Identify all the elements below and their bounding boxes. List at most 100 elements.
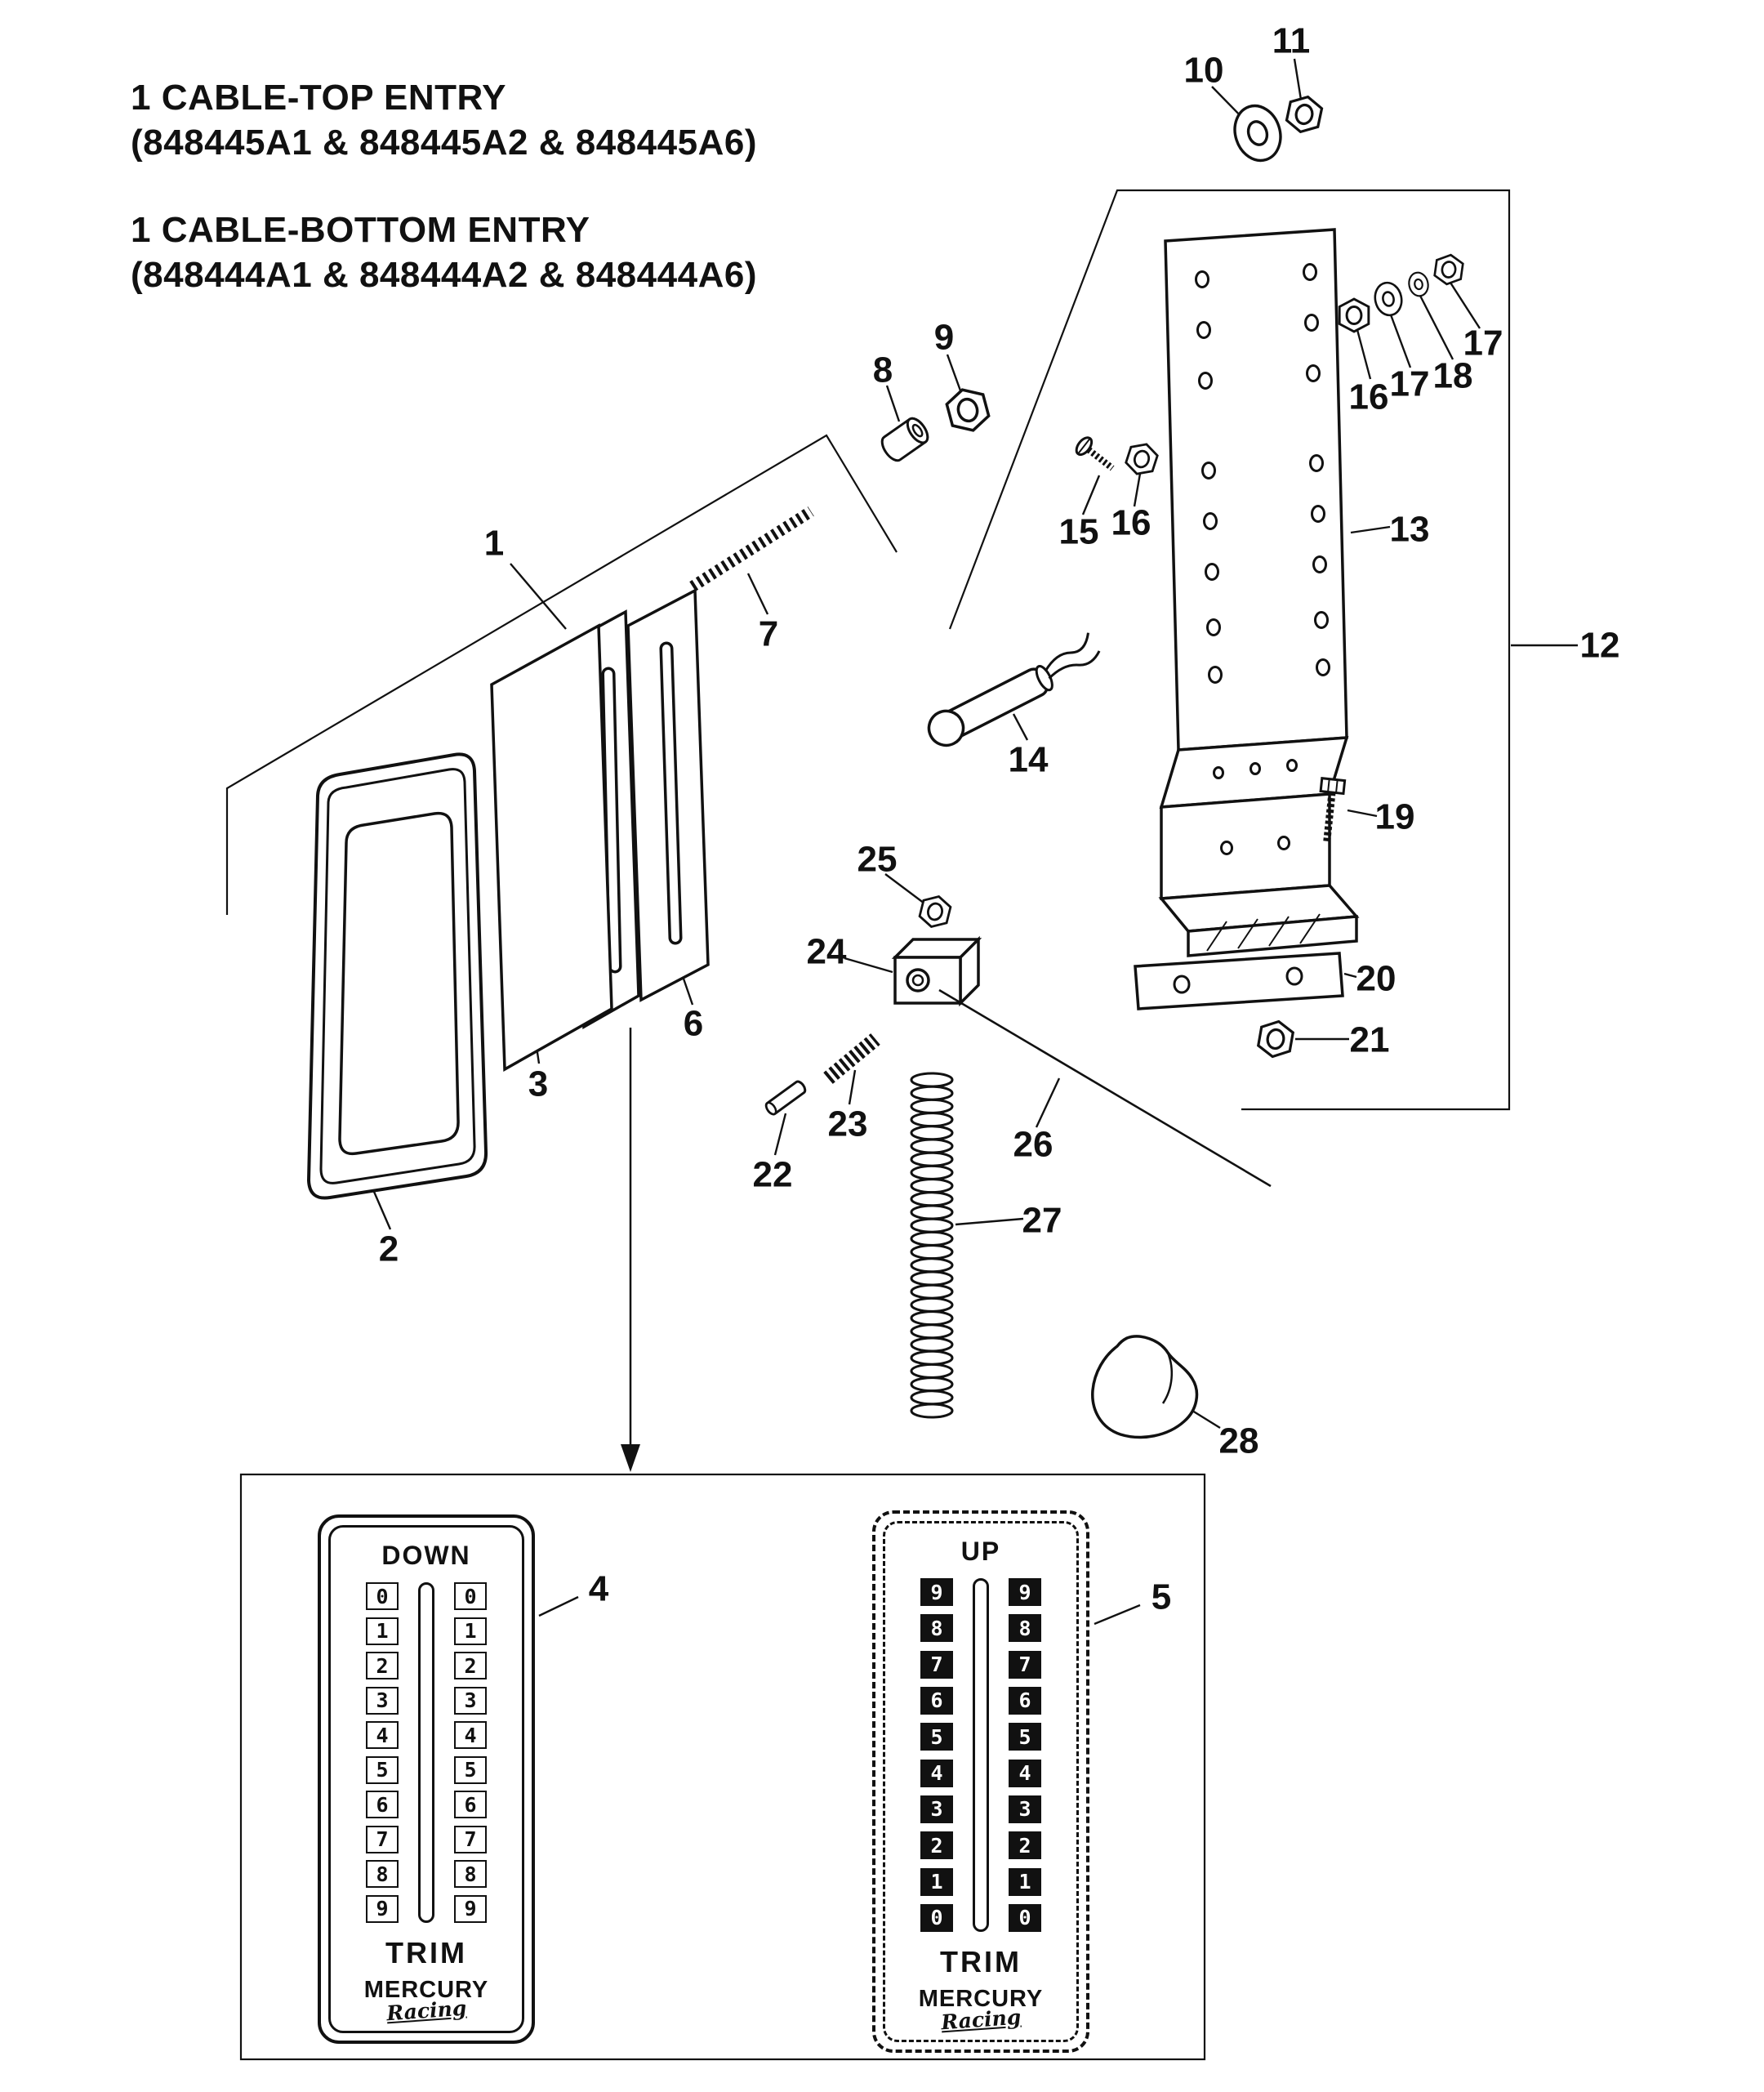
decal-up-slot — [973, 1578, 989, 1932]
decal-down-brand: MERCURY Racing — [363, 1977, 489, 2026]
decal-scale-number: 5 — [454, 1755, 487, 1784]
part-27-spring — [910, 1072, 954, 1419]
part-8-spacer — [880, 417, 929, 462]
part-16-nut — [1122, 439, 1161, 480]
decal-up-brand: MERCURY Racing — [918, 1986, 1044, 2035]
decal-scale-number: 3 — [366, 1686, 399, 1715]
part-10-washer — [1226, 98, 1290, 168]
title-cable-top-partnumbers: (848445A1 & 848445A2 & 848445A6) — [131, 123, 757, 163]
decal-scale-number: 5 — [366, 1755, 399, 1784]
decal-scale-number: 8 — [454, 1860, 487, 1889]
part-16-nut-upper — [1338, 297, 1370, 333]
part-7-threaded-stud — [689, 506, 814, 591]
decal-scale-number: 0 — [920, 1903, 953, 1932]
decal-scale-number: 4 — [1009, 1759, 1041, 1787]
decal-scale-number: 8 — [920, 1614, 953, 1643]
part-9-nut — [942, 383, 993, 437]
decal-scale-number: 7 — [1009, 1650, 1041, 1679]
decal-scale-number: 6 — [454, 1791, 487, 1819]
decal-scale-number: 7 — [366, 1825, 399, 1853]
decal-scale-number: 6 — [920, 1686, 953, 1715]
bracket-holes — [1195, 263, 1330, 855]
part-6-slotted-plate — [626, 588, 710, 1002]
decal-scale-number: 1 — [920, 1867, 953, 1896]
decal-scale-number: 9 — [920, 1578, 953, 1606]
part-22-pin — [764, 1080, 807, 1116]
part-14-sender — [927, 632, 1101, 747]
decal-scale-number: 5 — [1009, 1723, 1041, 1751]
brand-wordmark: MERCURY — [918, 1986, 1044, 2012]
part-23-spring — [823, 1033, 880, 1084]
decal-scale-number: 4 — [454, 1721, 487, 1750]
decal-scale-number: 9 — [454, 1894, 487, 1923]
decal-scale-number: 1 — [454, 1617, 487, 1645]
decal-scale-number: 1 — [366, 1617, 399, 1645]
decal-scale-number: 2 — [454, 1652, 487, 1680]
group-boundary-lines — [225, 189, 1511, 2061]
decal-scale-number: 7 — [920, 1650, 953, 1679]
part-17-nut — [1432, 252, 1465, 288]
decal-scale-number: 0 — [454, 1582, 487, 1610]
part-3-front-plate — [490, 623, 613, 1072]
decal-scale-number: 1 — [1009, 1867, 1041, 1896]
diagram-title-block: 1 CABLE-TOP ENTRY (848445A1 & 848445A2 &… — [131, 75, 757, 297]
decal-up-header: UP — [960, 1537, 1001, 1566]
decal-scale-number: 8 — [1009, 1614, 1041, 1643]
decal-scale-number: 2 — [920, 1831, 953, 1860]
bracket-foot-hatching — [1206, 913, 1321, 952]
decal-up-footer: TRIM — [940, 1945, 1022, 1978]
part-28-knob — [1091, 1335, 1199, 1439]
decal-scale-number: 5 — [920, 1723, 953, 1751]
decal-scale-number: 9 — [366, 1894, 399, 1923]
title-cable-top-entry: 1 CABLE-TOP ENTRY — [131, 78, 506, 118]
decal-scale-number: 0 — [1009, 1903, 1041, 1932]
decal-scale-number: 0 — [366, 1582, 399, 1610]
decal-scale-number: 3 — [920, 1795, 953, 1823]
part-25-nut — [916, 892, 954, 931]
reference-arrow — [621, 1028, 640, 1472]
title-cable-bottom-entry: 1 CABLE-BOTTOM ENTRY — [131, 210, 590, 250]
part-15-screw — [1075, 436, 1115, 471]
decal-scale-number: 3 — [1009, 1795, 1041, 1823]
part-24-cable-block — [891, 935, 982, 1007]
decal-scale-number: 4 — [920, 1759, 953, 1787]
decal-scale-number: 2 — [366, 1652, 399, 1680]
decal-scale-number: 8 — [366, 1860, 399, 1889]
brand-wordmark: MERCURY — [363, 1977, 489, 2003]
part-17-washer — [1370, 279, 1406, 319]
decal-scale-number: 7 — [454, 1825, 487, 1853]
decal-scale-number: 2 — [1009, 1831, 1041, 1860]
decal-scale-number: 4 — [366, 1721, 399, 1750]
decal-scale-number: 9 — [1009, 1578, 1041, 1606]
part-20-anchor-bar — [1134, 952, 1344, 1010]
decal-down-slot — [418, 1582, 434, 1923]
part-11-nut — [1283, 91, 1325, 137]
